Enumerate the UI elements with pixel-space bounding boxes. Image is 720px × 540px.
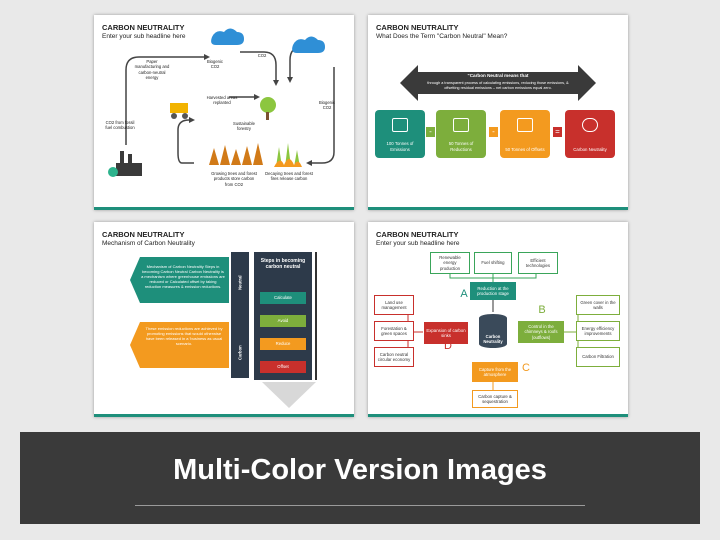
cloud-icon (211, 28, 244, 45)
step-offset: Offset (260, 361, 306, 373)
balance-icon (582, 118, 598, 132)
tree-icon (260, 97, 276, 113)
slide-title: CARBON NEUTRALITY (376, 230, 459, 239)
definition-body: through a transparent process of calcula… (427, 81, 569, 90)
biogenic-label-2: Biogenic CO2 (318, 100, 336, 111)
slide-title: CARBON NEUTRALITY (102, 230, 185, 239)
slide-subtitle: Enter your sub headline here (376, 240, 460, 247)
biogenic-label: Biogenic CO2 (206, 59, 224, 70)
harvested-label: Harvested areas replanted (206, 95, 238, 106)
tree-icon (517, 118, 533, 132)
paper-label: Paper manufacturing and carbon-neutral e… (134, 59, 170, 80)
connector-lines (407, 274, 579, 390)
green-description: Mechanism of Carbon Neutrality Steps in … (141, 264, 225, 289)
steps-title: Steps in becoming carbon neutral (260, 258, 306, 271)
decaying-label: Decaying trees and forest fires release … (265, 171, 313, 182)
capture-box: Capture from the atmosphere (472, 362, 518, 382)
center-label: Carbon Neutrality (483, 334, 503, 345)
energy-efficiency-box: Energy efficiency improvements (576, 321, 620, 341)
letter-d: D (444, 340, 452, 352)
slide-thumbnail-1[interactable]: CARBON NEUTRALITY Enter your sub headlin… (94, 15, 354, 210)
green-cover-box: Green cover in the walls (576, 295, 620, 315)
sequestration-box: Carbon capture & sequestration (472, 390, 518, 408)
factory-icon (116, 163, 142, 176)
minus-sign: - (426, 127, 435, 137)
slide-subtitle: Mechanism of Carbon Neutrality (102, 240, 195, 247)
slide-title: CARBON NEUTRALITY (376, 23, 459, 32)
banner-title: Multi-Color Version Images (173, 454, 547, 486)
side-bar (231, 252, 249, 378)
forestation-box: Forestation & green spaces (374, 321, 414, 341)
reduction-box: Reduction at the production stage (470, 282, 516, 300)
tree-group-icon (209, 143, 263, 165)
orange-description: These emission reductions are achieved b… (145, 326, 223, 346)
step-avoid: Avoid (260, 315, 306, 327)
burning-trees-icon (274, 143, 302, 167)
carbon-filtration-box: Carbon Filtration (576, 347, 620, 367)
growing-label: Growing trees and forest products store … (211, 171, 257, 187)
control-box: Control in the chimneys & roofs (outflow… (518, 321, 564, 343)
cloud-icon (292, 36, 325, 53)
co2-label: CO2 (257, 53, 267, 58)
minus-sign: - (489, 127, 498, 137)
equals-sign: = (553, 127, 562, 137)
carbon-cycle-diagram (108, 28, 335, 177)
down-arrow-line (315, 252, 317, 380)
chart-icon (392, 118, 408, 132)
leaf-icon (453, 118, 469, 132)
slide-thumbnail-3[interactable]: CARBON NEUTRALITY Mechanism of Carbon Ne… (94, 222, 354, 417)
renewable-box: Renewable energy production (430, 252, 470, 274)
double-arrow-shape (400, 65, 596, 101)
step-reduce: Reduce (260, 338, 306, 350)
neutral-label: Neutral (237, 275, 243, 290)
banner: Multi-Color Version Images (20, 432, 700, 524)
efficient-tech-box: Efficient technologies (518, 252, 558, 274)
mechanism-shapes (130, 257, 316, 408)
emissions-box: 100 Tonnes of Emissions (375, 110, 425, 158)
harvester-icon (170, 103, 188, 113)
slide-title: CARBON NEUTRALITY (102, 23, 185, 32)
letter-a: A (460, 288, 468, 300)
circular-economy-box: Carbon neutral circular economy (374, 347, 414, 367)
slide-thumbnail-2[interactable]: CARBON NEUTRALITY What Does the Term "Ca… (368, 15, 628, 210)
slide-subtitle: What Does the Term "Carbon Neutral" Mean… (376, 33, 508, 40)
carbon-label: Carbon (237, 345, 243, 360)
fuel-shifting-box: Fuel shifting (474, 252, 512, 274)
definition-title: "Carbon Neutral means that (467, 73, 529, 78)
expansion-box: Expansion of carbon sinks (424, 322, 468, 344)
letter-b: B (538, 304, 546, 316)
letter-c: C (522, 362, 530, 374)
slide-thumbnail-4[interactable]: CARBON NEUTRALITY Enter your sub headlin… (368, 222, 628, 417)
divider (135, 505, 585, 506)
slide-subtitle: Enter your sub headline here (102, 33, 186, 40)
land-use-box: Land use management (374, 295, 414, 315)
fossil-label: CO2 from fossil fuel combustion (105, 120, 135, 131)
sustainable-label: Sustainable forestry (233, 121, 255, 132)
step-calculate: Calculate (260, 292, 306, 304)
